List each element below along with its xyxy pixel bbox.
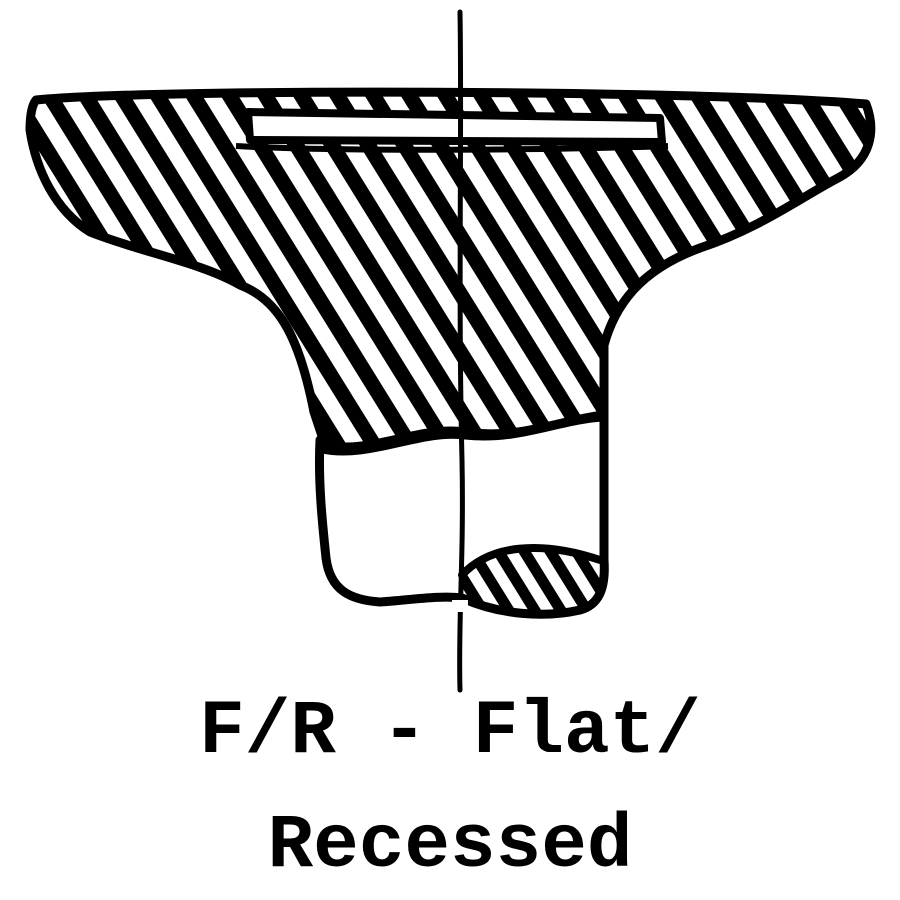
hatch-stroke bbox=[866, 92, 871, 448]
hatch-stroke bbox=[355, 530, 414, 625]
hatch-stroke bbox=[557, 548, 602, 615]
hatch-stroke bbox=[182, 92, 427, 448]
head-hatching bbox=[30, 92, 871, 448]
shank-outline bbox=[314, 410, 609, 619]
hatch-stroke bbox=[758, 92, 871, 448]
hatch-stroke bbox=[722, 92, 871, 448]
hatch-stroke bbox=[30, 92, 31, 448]
center-line bbox=[457, 9, 465, 693]
hatch-stroke bbox=[479, 548, 550, 615]
caption-line-1: F/R - Flat/ bbox=[199, 689, 701, 775]
hatch-stroke bbox=[615, 530, 674, 625]
head-inner-edge bbox=[235, 143, 669, 153]
caption-line-2: Recessed bbox=[267, 803, 633, 889]
shank-joint-line bbox=[318, 414, 608, 456]
hatch-stroke bbox=[794, 92, 871, 448]
hatch-stroke bbox=[218, 92, 463, 448]
hatch-stroke bbox=[254, 92, 499, 448]
hatch-stroke bbox=[146, 92, 391, 448]
shank-break-line bbox=[458, 544, 604, 579]
hatch-stroke bbox=[381, 530, 440, 625]
recess-slot bbox=[244, 108, 666, 146]
